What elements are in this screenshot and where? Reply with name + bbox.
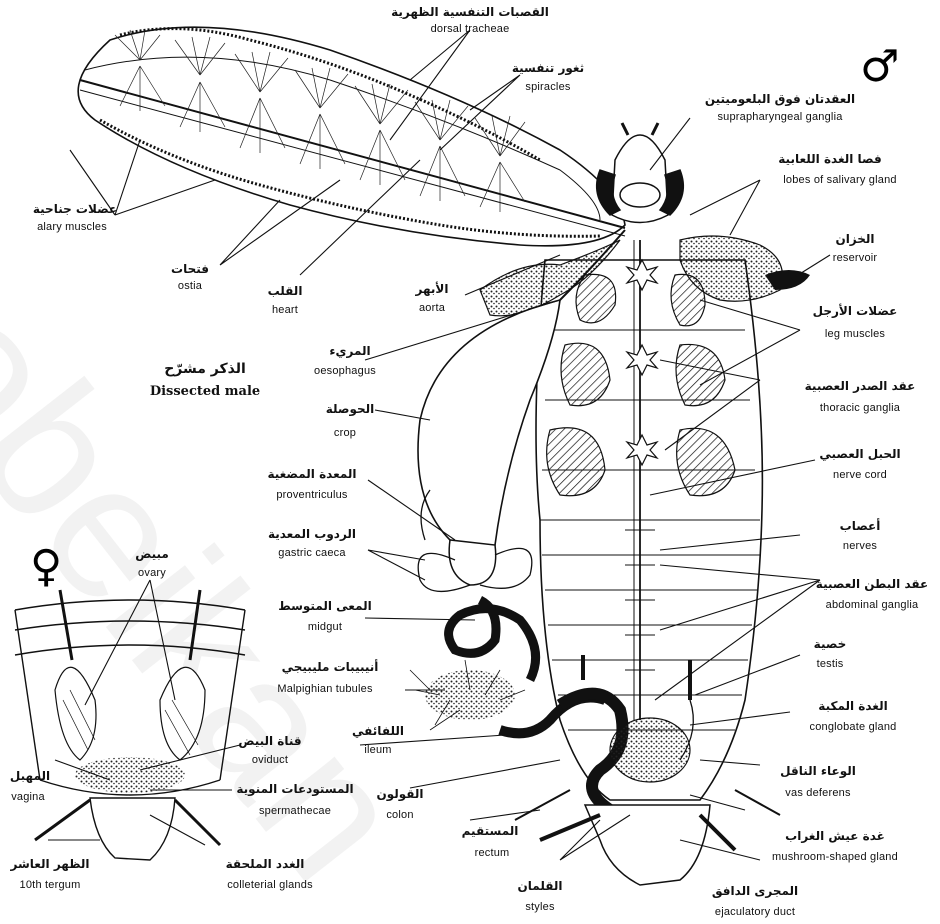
label-salivary-en: lobes of salivary gland [783,175,896,187]
label-styles-ar: القلمان [518,880,563,893]
label-nerve-cord-ar: الحبل العصبي [819,448,900,461]
ganglia-stars [627,260,657,465]
female-subgenital-plate [90,798,175,860]
label-crop-en: crop [334,428,356,440]
label-oviduct-ar: قناة البيض [238,735,301,748]
label-nerves-ar: أعصاب [840,520,881,533]
label-conglobate-en: conglobate gland [810,722,897,734]
label-heart-ar: القلب [268,285,303,298]
label-spiracles-en: spiracles [525,82,570,94]
label-nerves-en: nerves [843,541,877,553]
conglobate-mass [610,718,690,782]
female-ovaries [55,590,205,760]
label-reservoir-en: reservoir [833,253,878,265]
label-alary-en: alary muscles [37,222,107,234]
label-ostia-en: ostia [178,281,202,293]
head [597,123,684,223]
label-aorta-ar: الأبهر [416,283,449,296]
label-abdominal-ganglia-ar: عقد البطن العصبية [816,578,928,591]
title-ar: الذكر مشرّح [164,362,246,377]
label-leg-muscles-en: leg muscles [825,329,885,341]
label-thoracic-en: thoracic ganglia [820,403,900,415]
proventriculus-body [449,540,496,585]
label-dorsal-tracheae-en: dorsal tracheae [431,24,510,36]
label-midgut-ar: المعى المتوسط [278,600,372,613]
label-rectum-ar: المستقيم [462,825,519,838]
label-ejaculatory-en: ejaculatory duct [715,907,795,919]
label-colon-ar: القولون [376,788,423,801]
label-thoracic-ar: عقد الصدر العصبية [805,380,916,393]
label-oesophagus-en: oesophagus [314,366,376,378]
label-midgut-en: midgut [308,622,342,634]
label-colleterial-en: colleterial glands [227,880,313,892]
label-vagina-ar: المهبل [10,770,50,783]
label-tenth-tergum-en: 10th tergum [20,880,81,892]
label-spermathecae-en: spermathecae [259,806,331,818]
midgut-coil [449,600,536,680]
label-suprapharyngeal-ar: العقدتان فوق البلعوميتين [705,93,855,106]
label-abdominal-ganglia-en: abdominal ganglia [826,600,919,612]
heart-line [80,80,625,228]
label-vas-deferens-en: vas deferens [785,788,850,800]
label-heart-en: heart [272,305,298,317]
label-proventriculus-en: proventriculus [276,490,347,502]
female-symbol: ♀ [30,545,62,589]
label-suprapharyngeal-en: suprapharyngeal ganglia [717,112,842,124]
male-genital-plate [585,805,710,885]
label-oviduct-en: oviduct [252,755,288,767]
dorsal-inner [85,57,600,220]
label-dorsal-tracheae-ar: القصبات التنفسية الظهرية [391,6,549,19]
label-gastric-caeca-en: gastric caeca [278,548,345,560]
label-tenth-tergum-ar: الظهر العاشر [10,858,89,871]
label-malpighian-en: Malpighian tubules [277,684,372,696]
label-spermathecae-ar: المستودعات المنوية [236,783,353,796]
label-ejaculatory-ar: المجرى الدافق [712,885,798,898]
label-testis-ar: خصية [814,638,847,651]
label-gastric-caeca-ar: الردوب المعدية [268,528,356,541]
label-oesophagus-ar: المريء [329,345,370,358]
label-aorta-en: aorta [419,303,445,315]
male-style-left [540,815,600,840]
label-vagina-en: vagina [11,792,45,804]
label-mushroom-gland-ar: غدة عيش الغراب [785,830,885,843]
label-proventriculus-ar: المعدة المضغية [267,468,356,481]
dorsal-body [78,27,625,246]
label-ovary-ar: مبيض [135,548,169,561]
malpighian-mass [425,670,515,720]
label-salivary-ar: فصا الغدة اللعابية [778,153,881,166]
label-ovary-en: ovary [138,568,166,580]
dorsal-tracheae-coils [100,29,600,237]
label-ostia-ar: فتحات [171,263,209,276]
label-crop-ar: الحوصلة [326,403,375,416]
label-colon-en: colon [386,810,413,822]
title-en: Dissected male [150,385,260,399]
label-mushroom-gland-en: mushroom-shaped gland [772,852,898,864]
label-colleterial-ar: الغدد الملحقة [226,858,305,871]
dorsal-outline [78,27,625,246]
label-rectum-en: rectum [475,848,510,860]
label-spiracles-ar: ثغور تنفسية [512,62,584,75]
label-vas-deferens-ar: الوعاء الناقل [780,765,856,778]
label-testis-en: testis [817,659,844,671]
label-styles-en: styles [525,902,554,914]
label-leg-muscles-ar: عضلات الأرجل [813,305,898,318]
label-ileum-ar: اللفائفي [352,725,404,738]
label-malpighian-ar: أنيبيبات مليبيجي [282,661,379,674]
label-ileum-en: ileum [364,745,391,757]
label-nerve-cord-en: nerve cord [833,470,887,482]
label-reservoir-ar: الخزان [835,233,874,246]
ileum-loop [500,698,605,734]
label-conglobate-ar: الغدة المكبة [818,700,887,713]
nerve-cord [634,240,640,720]
label-alary-ar: عضلات جناحية [33,203,117,216]
male-symbol: ♂ [860,45,899,89]
